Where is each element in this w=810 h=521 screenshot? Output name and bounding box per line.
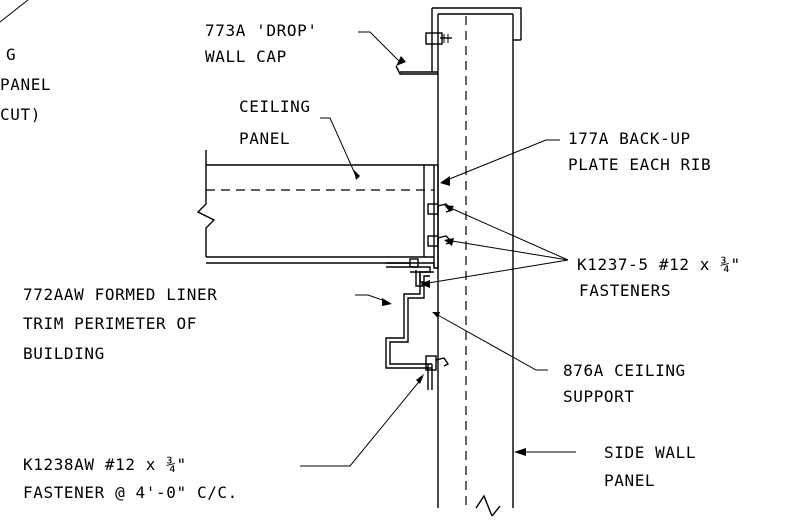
liner-trim-label-1: 772AAW FORMED LINER — [23, 285, 217, 304]
fasteners-label-1: K1237-5 #12 x ¾" — [577, 255, 741, 274]
ceiling-panel-label-2: PANEL — [239, 129, 290, 148]
wall-cap-label-2: WALL CAP — [205, 47, 287, 66]
side-wall-label-1: SIDE WALL — [604, 443, 696, 462]
bottom-fastener-label-2: FASTENER @ 4'-0" C/C. — [23, 483, 238, 502]
liner-trim-label-2: TRIM PERIMETER OF — [23, 314, 197, 333]
cut-label-line-2: PANEL — [0, 75, 51, 94]
ceiling-support-label-1: 876A CEILING — [563, 361, 686, 380]
ceiling-panel — [196, 150, 434, 264]
wall-cap — [395, 7, 522, 75]
cut-label-line-1: G — [6, 45, 16, 64]
bottom-fastener-label-1: K1238AW #12 x ¾" — [23, 455, 187, 474]
backup-plate-label-2: PLATE EACH RIB — [568, 155, 711, 174]
cut-label-line-3: CUT) — [0, 105, 41, 124]
liner-trim — [385, 271, 450, 390]
ceiling-panel-label-1: CEILING — [239, 97, 311, 116]
fasteners-label-2: FASTENERS — [579, 281, 671, 300]
backup-plate — [433, 164, 439, 269]
annotations: G PANEL CUT) 773A 'DROP' WALL CAP CEILIN… — [0, 21, 741, 502]
ceiling-support-label-2: SUPPORT — [563, 387, 635, 406]
backup-plate-label-1: 177A BACK-UP — [568, 129, 691, 148]
liner-trim-label-3: BUILDING — [23, 344, 105, 363]
wall-cap-label-1: 773A 'DROP' — [205, 21, 318, 40]
side-wall-panel — [437, 13, 514, 518]
leader-lines — [0, 0, 576, 467]
side-wall-label-2: PANEL — [604, 471, 655, 490]
